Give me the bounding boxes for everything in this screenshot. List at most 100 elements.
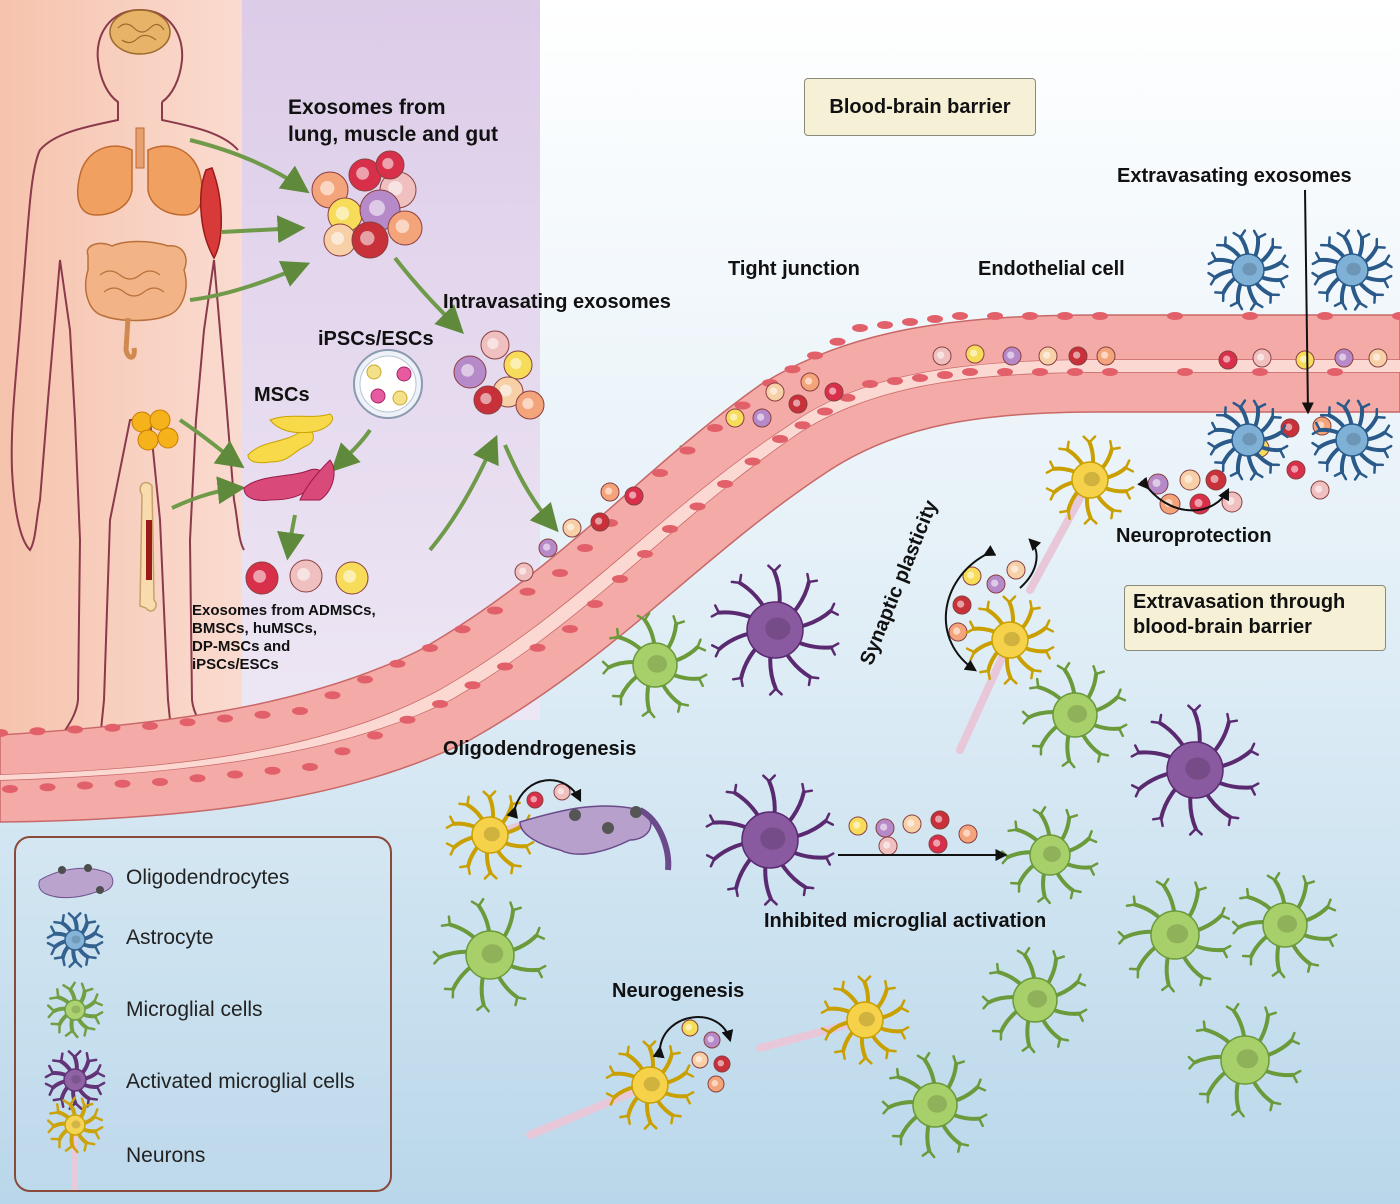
cell-body	[1071, 461, 1109, 499]
cell-branch	[824, 852, 835, 866]
microglia-cell	[881, 1051, 988, 1159]
microglia	[432, 564, 1338, 1159]
microglia-cell	[1000, 806, 1099, 905]
cell-branch	[64, 1029, 79, 1039]
cell-branch	[1130, 744, 1141, 758]
cell-branch	[1382, 274, 1393, 289]
cell-body	[1335, 253, 1369, 287]
endothelial-nucleus	[142, 722, 158, 730]
cell-branch	[458, 795, 470, 806]
label-neuroprotection: Neuroprotection	[1116, 525, 1272, 547]
cell-branch	[80, 982, 94, 993]
cell-branch	[730, 573, 743, 585]
legend: Oligodendrocytes Astrocyte Microglial ce…	[14, 836, 392, 1192]
exosome-core	[695, 1056, 702, 1063]
cell-branch	[899, 1026, 910, 1040]
cell-branch	[1353, 301, 1368, 311]
endothelial-nucleus	[454, 625, 471, 634]
cell-branch	[524, 841, 535, 855]
muscle-icon	[200, 167, 222, 260]
cell-branch	[611, 694, 623, 706]
label-exosome-sources: Exosomes from ADMSCs, BMSCs, huMSCs, DP-…	[192, 602, 376, 673]
cell-branch	[1030, 669, 1042, 680]
exosome-core	[907, 819, 915, 827]
cell-branch	[1056, 661, 1071, 672]
cell-branch	[1252, 229, 1267, 240]
exosome-core	[395, 219, 410, 234]
cell-branch	[1269, 463, 1281, 474]
microglia-cell	[1117, 877, 1232, 993]
exosome-core	[605, 487, 613, 495]
cell-branch	[93, 993, 103, 1007]
exosome-core	[1011, 565, 1019, 573]
cell-branch	[801, 782, 814, 794]
cell-branch	[820, 1000, 831, 1014]
astrocyte-cell	[1207, 399, 1289, 481]
cell-branch	[1291, 1069, 1302, 1084]
cell-branch	[1029, 677, 1040, 690]
cell-body	[1052, 692, 1098, 738]
exosome-core	[480, 393, 492, 405]
cell-branch	[1116, 688, 1127, 702]
exosome-core	[1184, 475, 1193, 483]
cell-branch	[1249, 742, 1260, 756]
exosome-core	[343, 570, 356, 583]
label-mscs: MSCs	[254, 384, 310, 406]
exosome-core	[253, 570, 266, 583]
cell-branch	[440, 915, 452, 927]
cell-nucleus	[71, 1120, 81, 1129]
cell-branch	[1302, 875, 1316, 886]
exosome-core	[1101, 351, 1109, 359]
cell-branch	[1044, 646, 1055, 660]
exosome-core	[717, 1060, 724, 1067]
cell-branch	[1188, 827, 1203, 836]
cell-branch	[95, 1064, 106, 1078]
endothelial-nucleus	[1057, 312, 1073, 320]
cell-branch	[536, 964, 547, 979]
cell-branch	[1311, 271, 1321, 286]
cell-branch	[83, 1141, 96, 1152]
endothelial-nucleus	[562, 625, 578, 633]
cell-branch	[1207, 251, 1218, 266]
endothelial-nucleus	[952, 312, 968, 320]
cell-nucleus	[1346, 262, 1361, 276]
endothelial-nucleus	[77, 781, 93, 790]
cell-branch	[1045, 487, 1056, 501]
exosome-core	[530, 796, 537, 803]
neurons	[445, 435, 1135, 1139]
cell-branch	[956, 1142, 970, 1153]
cell-branch	[1326, 898, 1337, 912]
cell-nucleus	[1242, 262, 1257, 276]
endothelial-nucleus	[902, 318, 918, 326]
endothelial-nucleus	[217, 714, 233, 723]
cell-branch	[1007, 820, 1018, 833]
cell-body	[64, 929, 86, 951]
astrocyte-cell	[1311, 399, 1393, 481]
cell-nucleus	[1083, 471, 1100, 487]
cell-branch	[1125, 895, 1137, 907]
endothelial-nucleus	[2, 785, 18, 793]
cell-branch	[1076, 973, 1087, 987]
exosome-core	[935, 815, 943, 823]
cell-nucleus	[1043, 846, 1061, 862]
neuron-cell	[445, 790, 544, 880]
cell-body	[1231, 253, 1265, 287]
exosome-core	[369, 200, 385, 216]
cell-branch	[1037, 895, 1051, 905]
endothelial-nucleus	[1392, 312, 1400, 320]
cell-branch	[1229, 300, 1244, 311]
body-panel	[0, 0, 242, 760]
cell-branch	[53, 955, 66, 967]
cell-branch	[1241, 954, 1253, 966]
cell-branch	[1353, 471, 1368, 481]
endothelial-nucleus	[292, 707, 308, 715]
cell-branch	[1225, 1002, 1240, 1013]
exosome-core	[1285, 423, 1293, 431]
cell-branch	[1290, 1031, 1301, 1045]
exosome-core	[953, 627, 961, 635]
cell-branch	[64, 1144, 79, 1154]
endothelial-nucleus	[997, 368, 1013, 376]
cell-branch	[981, 995, 991, 1010]
cell-branch	[1151, 816, 1164, 828]
ipsc-dish-icon	[353, 349, 423, 419]
